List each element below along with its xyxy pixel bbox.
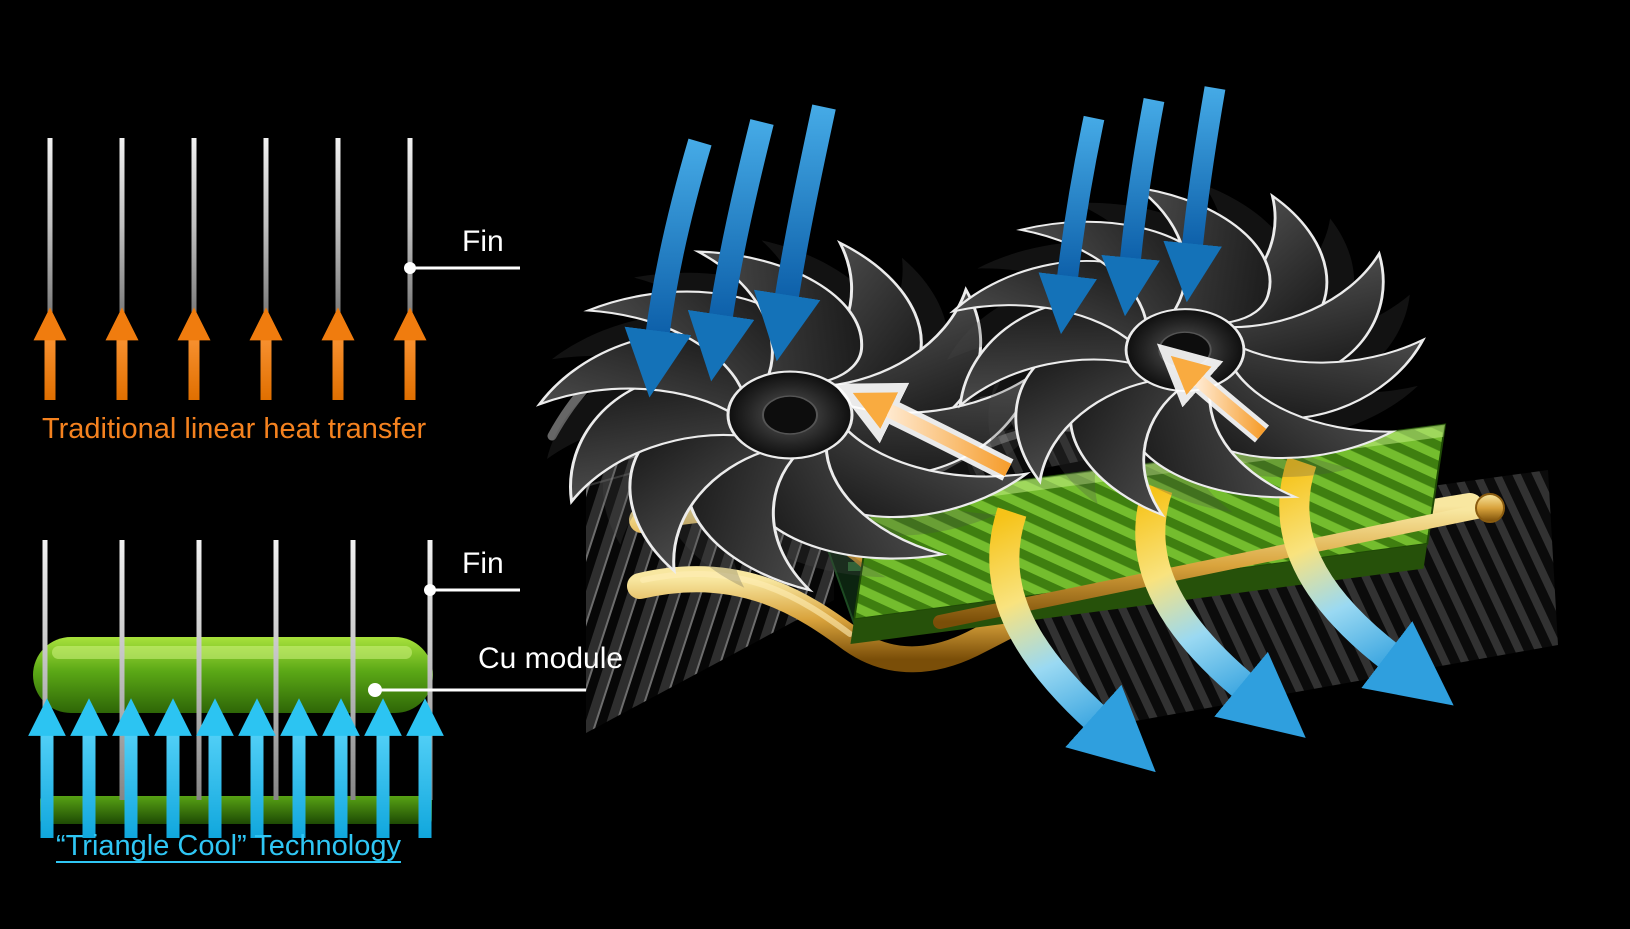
triangle-cool-diagram bbox=[28, 540, 658, 838]
copper-base-plate bbox=[933, 493, 1505, 629]
exhaust-airflow-arrows bbox=[989, 457, 1454, 773]
traditional-diagram bbox=[33, 138, 520, 400]
fin-callout-line-traditional bbox=[404, 262, 520, 274]
triangle-cool-fins bbox=[42, 540, 433, 800]
triangle-cool-heat-arrows bbox=[28, 698, 444, 838]
green-base-bar bbox=[40, 796, 432, 824]
cooler-illustration bbox=[511, 86, 1558, 773]
fin-callout-line-triangle bbox=[424, 584, 520, 596]
fin-callout-label-triangle: Fin bbox=[462, 547, 504, 580]
fin-callout-label-traditional: Fin bbox=[462, 225, 504, 258]
module-callout-label: Cu module bbox=[478, 642, 624, 675]
intake-airflow-arrows bbox=[624, 86, 1226, 398]
cylinder-highlight bbox=[52, 646, 412, 659]
traditional-heat-arrows bbox=[33, 307, 427, 400]
triangle-cool-caption[interactable]: “Triangle Cool” Technology bbox=[56, 830, 401, 862]
traditional-fins bbox=[47, 138, 413, 312]
heat-transfer-arrows bbox=[834, 343, 1270, 481]
fan-left-icon bbox=[511, 219, 1070, 610]
traditional-caption: Traditional linear heat transfer bbox=[42, 413, 427, 445]
